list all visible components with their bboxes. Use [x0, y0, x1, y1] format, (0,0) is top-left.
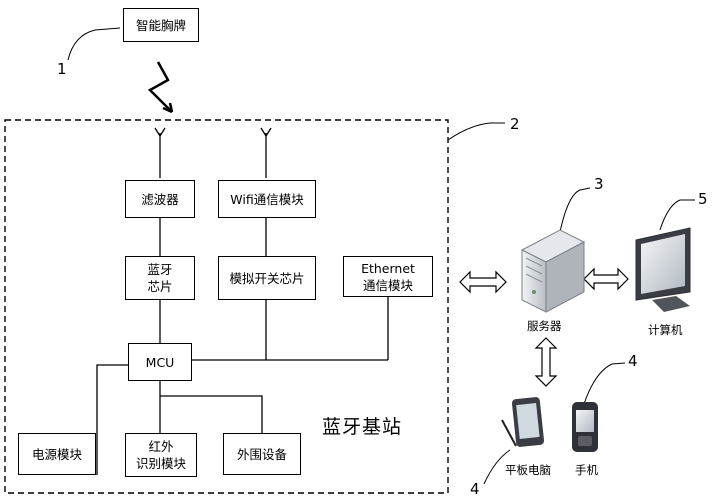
wifi-module-label: Wifi通信模块: [230, 191, 304, 207]
callout-number-1: 1: [57, 60, 67, 78]
server-icon: [520, 229, 586, 313]
antenna-icon-bt: [154, 127, 166, 178]
ethernet-module-block: Ethernet 通信模块: [343, 256, 433, 297]
filter-block: 滤波器: [125, 180, 195, 218]
station-server-arrow: [459, 270, 507, 294]
wireless-link-arrowhead: [162, 102, 174, 114]
server-mobile-arrow: [534, 337, 558, 387]
power-module-block: 电源模块: [18, 433, 96, 475]
callout-3: [559, 187, 591, 233]
mcu-block: MCU: [128, 343, 192, 381]
callout-number-3: 3: [594, 175, 604, 193]
callout-number-2: 2: [510, 115, 520, 133]
computer-icon: [635, 227, 691, 312]
phone-icon: [572, 402, 598, 452]
smart-badge-label: 智能胸牌: [135, 17, 186, 33]
peripheral-label: 外围设备: [236, 446, 287, 462]
tablet-icon: [501, 397, 545, 447]
callout-2: [447, 122, 505, 141]
smart-badge-box: 智能胸牌: [123, 8, 199, 42]
wireless-link-icon: [147, 61, 173, 113]
ethernet-module-label-line2: 通信模块: [362, 277, 413, 293]
ethernet-module-label-line1: Ethernet: [361, 260, 415, 276]
phone-label: 手机: [575, 463, 598, 477]
callout-4-tablet: [483, 449, 511, 485]
mcu-label: MCU: [145, 354, 175, 370]
bluetooth-chip-label-line1: 蓝牙: [147, 262, 173, 277]
wifi-module-block: Wifi通信模块: [218, 180, 316, 218]
callout-number-4-phone: 4: [628, 352, 638, 370]
analog-switch-block: 模拟开关芯片: [218, 256, 316, 300]
power-module-label: 电源模块: [31, 446, 82, 462]
server-label: 服务器: [527, 319, 562, 333]
ir-module-block: 红外 识别模块: [125, 433, 197, 477]
computer-label: 计算机: [648, 323, 683, 337]
ir-module-label-line2: 识别模块: [135, 456, 186, 471]
internal-wiring: [96, 218, 389, 475]
callout-number-5: 5: [698, 190, 708, 208]
server-computer-arrow: [583, 267, 629, 291]
callout-1: [67, 27, 121, 61]
tablet-label: 平板电脑: [505, 463, 551, 477]
callout-5: [659, 199, 695, 231]
bluetooth-chip-block: 蓝牙 芯片: [125, 256, 195, 300]
analog-switch-label: 模拟开关芯片: [229, 270, 305, 286]
filter-label: 滤波器: [141, 191, 179, 207]
base-station-boundary: [4, 119, 449, 494]
callout-number-4-tablet: 4: [470, 480, 480, 498]
bluetooth-chip-label-line2: 芯片: [147, 279, 173, 294]
callout-4-phone: [583, 362, 626, 405]
peripheral-block: 外围设备: [223, 433, 301, 475]
antenna-icon-wifi: [260, 127, 272, 178]
base-station-title: 蓝牙基站: [322, 416, 403, 438]
ir-module-label-line1: 红外: [148, 439, 174, 454]
